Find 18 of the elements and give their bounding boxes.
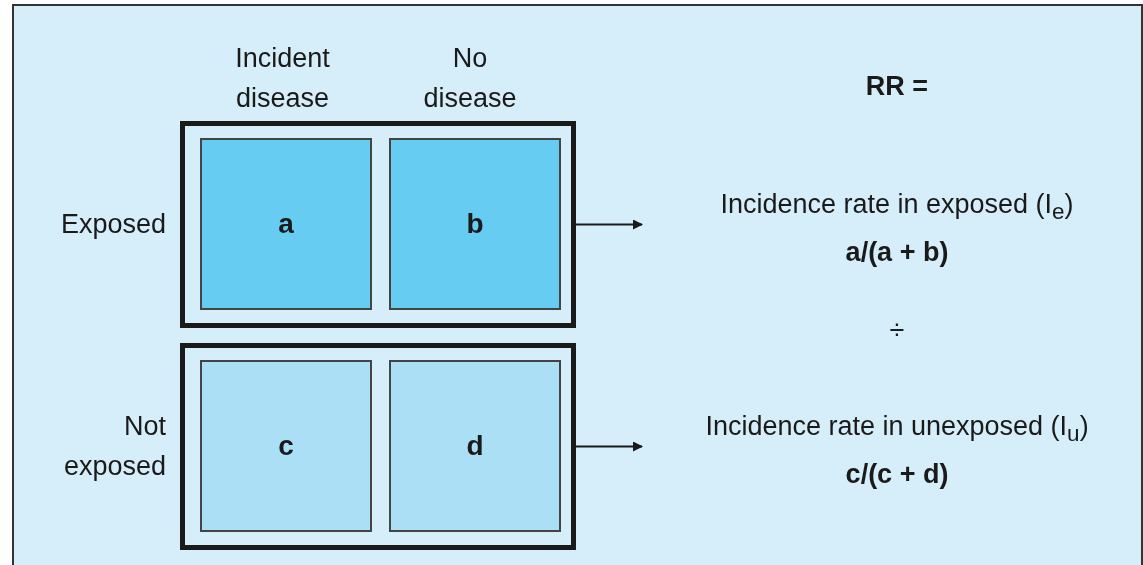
row-header: Not exposed [62, 410, 166, 483]
rate-label: Incidence rate in unexposed (I$_{u}$) [704, 410, 1090, 449]
arrow [575, 219, 643, 230]
table-row-frame [180, 343, 576, 550]
column-header: Incident disease [234, 42, 331, 115]
formula-heading: RR = [864, 70, 930, 103]
table-cell: b [389, 138, 561, 310]
division-sign: ÷ [888, 314, 906, 347]
rate-label: Incidence rate in exposed (I$_{e}$) [719, 188, 1075, 227]
table-cell: a [200, 138, 372, 310]
table-cell: c [200, 360, 372, 532]
row-header: Exposed [59, 208, 166, 241]
formula: c/(c + d) [844, 458, 950, 492]
column-header: No disease [422, 42, 518, 115]
formula: a/(a + b) [844, 236, 950, 270]
arrow [575, 441, 643, 452]
table-cell: d [389, 360, 561, 532]
table-row-frame [180, 121, 576, 328]
